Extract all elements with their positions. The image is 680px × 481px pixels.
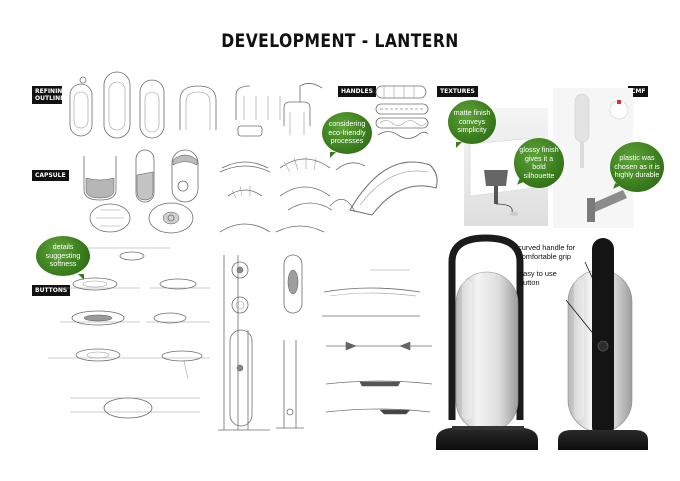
button-annotation: easy to use button: [519, 269, 559, 287]
page-title: DEVELOPMENT - LANTERN: [221, 30, 459, 52]
tag-handles-label: HANDLES: [341, 88, 373, 95]
tag-refining-outline-label: REFINING OUTLINE: [35, 88, 68, 102]
tag-textures: TEXTURES: [437, 86, 478, 97]
matte-finish-bubble: matte finish conveys simplicity: [448, 100, 496, 148]
tag-cmf: CMF: [628, 86, 649, 97]
glossy-finish-bubble: glossy finish gives it a bold silhouette: [514, 138, 564, 188]
handle-annotation: curved handle for comfortable grip: [518, 243, 588, 261]
matte-finish-bubble-text: matte finish conveys simplicity: [453, 108, 491, 135]
tag-refining-outline: REFINING OUTLINE: [32, 86, 67, 104]
softness-bubble-text: details suggesting softness: [45, 242, 81, 269]
tag-buttons: BUTTONS: [32, 285, 71, 296]
eco-friendly-bubble-text: considering eco-friendly processes: [328, 119, 366, 146]
tag-capsule-label: CAPSULE: [35, 172, 66, 179]
plastic-durable-bubble: plastic was chosen as it is highly durab…: [610, 142, 664, 192]
button-annotation-text: easy to use button: [519, 269, 557, 287]
tag-capsule: CAPSULE: [32, 170, 69, 181]
handle-annotation-text: curved handle for comfortable grip: [518, 243, 576, 261]
tag-handles: HANDLES: [338, 86, 376, 97]
plastic-durable-bubble-text: plastic was chosen as it is highly durab…: [614, 153, 660, 180]
softness-bubble: details suggesting softness: [36, 236, 90, 280]
tag-cmf-label: CMF: [631, 88, 646, 95]
tag-textures-label: TEXTURES: [440, 88, 475, 95]
lantern-button-icon: [597, 340, 609, 352]
glossy-finish-bubble-text: glossy finish gives it a bold silhouette: [519, 145, 559, 180]
eco-friendly-bubble: considering eco-friendly processes: [322, 112, 372, 158]
tag-buttons-label: BUTTONS: [35, 287, 68, 294]
